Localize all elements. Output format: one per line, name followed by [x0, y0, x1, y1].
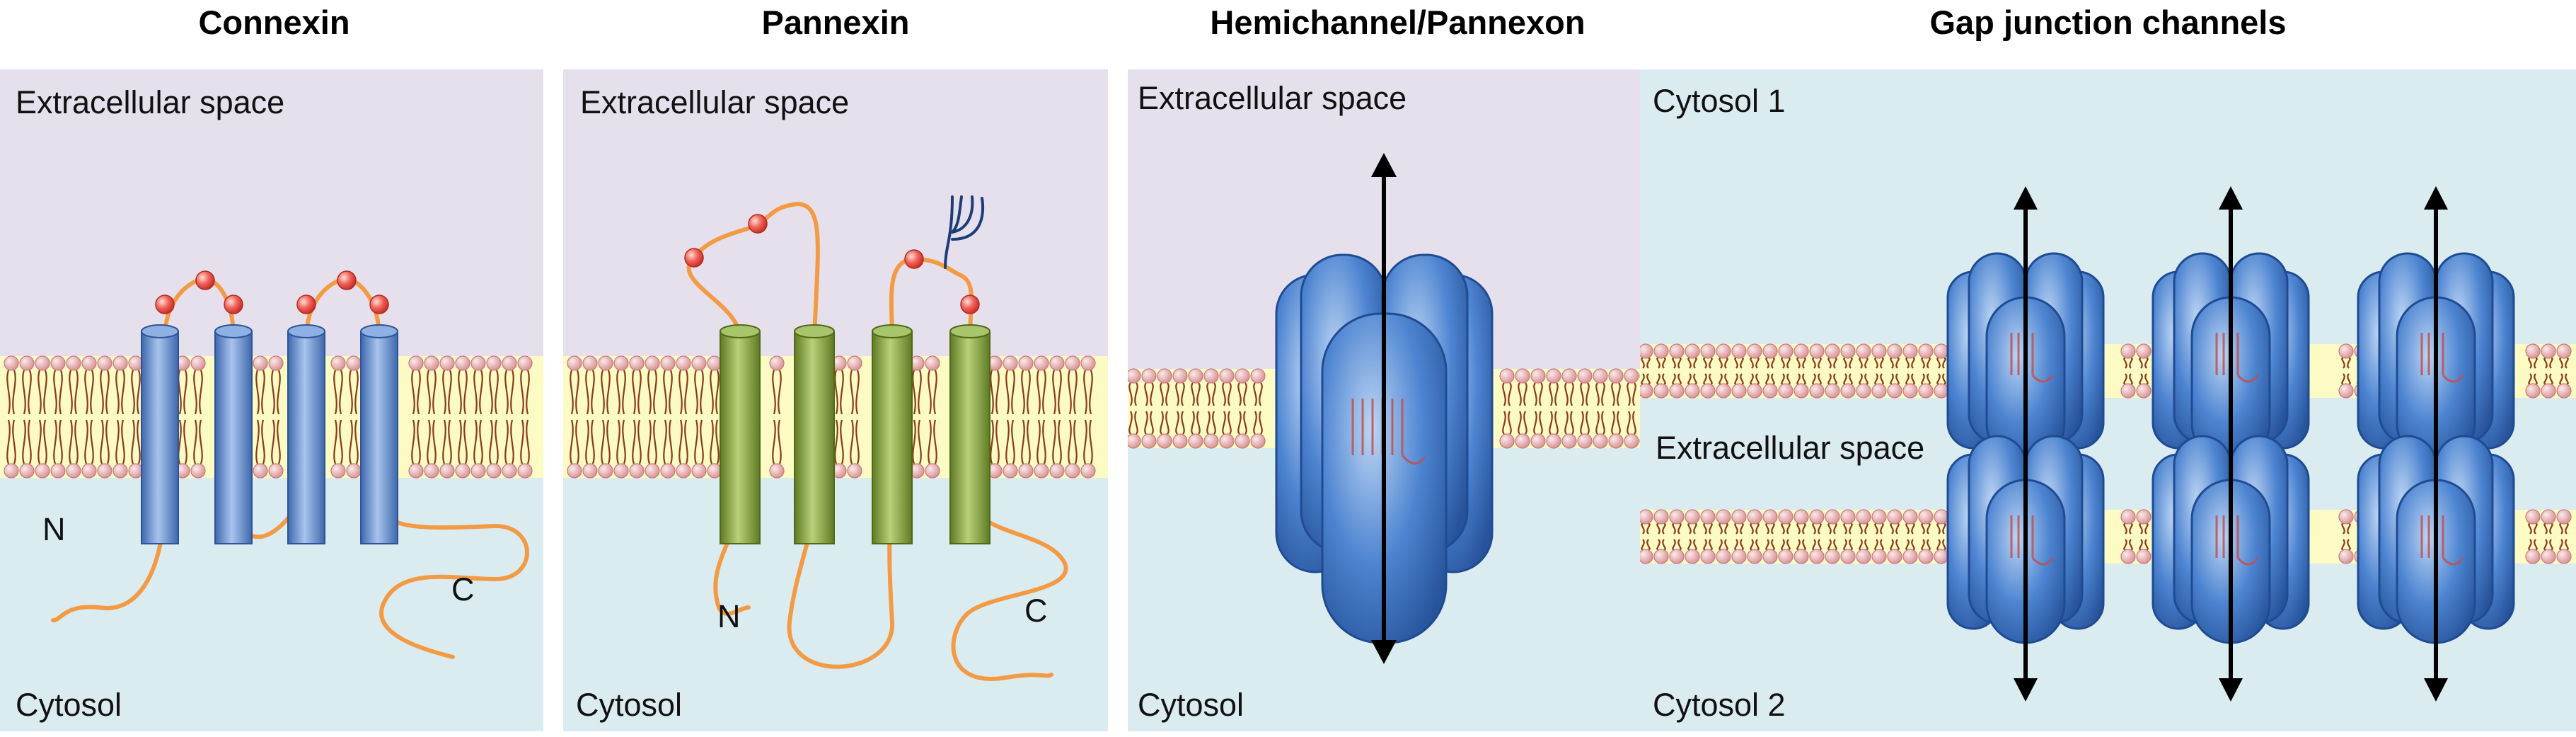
label-cytosol: Cytosol [16, 687, 122, 723]
panel-pannexin: Extracellular space N C Cytosol [563, 69, 1108, 731]
title-hemichannel: Hemichannel/Pannexon [1210, 4, 1586, 41]
lipid-tails [570, 370, 1093, 464]
pannexin-helix-2 [794, 324, 835, 544]
panel-connexin: Extracellular space N C Cytosol [0, 69, 543, 731]
pannexin-helix-3 [872, 324, 913, 544]
label-c-terminus: C [1024, 593, 1048, 629]
pannexin-helix-4 [949, 324, 990, 544]
label-cytosol: Cytosol [1138, 687, 1244, 723]
panel-gap-junction: Cytosol 1 Extracellular space Cytosol 2 [1640, 69, 2576, 731]
hemichannel-diagram [1128, 69, 1670, 731]
panel-hemichannel: Extracellular space Cytosol [1128, 69, 1670, 731]
label-n-terminus: N [717, 598, 741, 634]
label-cytosol-2: Cytosol 2 [1653, 687, 1786, 723]
title-pannexin: Pannexin [761, 4, 910, 41]
title-gap-junction: Gap junction channels [1929, 4, 2287, 41]
label-extracellular: Extracellular space [580, 84, 850, 120]
pannexin-diagram [563, 69, 1108, 731]
lipid-bilayer [567, 355, 1096, 479]
connexin-helix-4 [360, 324, 398, 544]
label-extracellular: Extracellular space [1656, 430, 1925, 466]
lipid-bilayer [4, 355, 533, 479]
connexin-helix-1 [141, 324, 179, 544]
pannexin-beads [684, 214, 980, 314]
label-cytosol: Cytosol [576, 687, 683, 723]
gap-junction-channels [1946, 186, 2515, 702]
pannexin-helices [720, 324, 990, 544]
cytosol-region [0, 478, 543, 731]
gap-junction-channel-3 [2357, 186, 2515, 702]
extracellular-region [0, 69, 543, 356]
lipid-tails [1128, 382, 1668, 435]
label-c-terminus: C [451, 571, 475, 607]
label-cytosol-1: Cytosol 1 [1653, 83, 1786, 119]
label-extracellular: Extracellular space [16, 84, 285, 120]
gap-junction-diagram [1640, 69, 2576, 731]
hemichannel [1275, 253, 1494, 644]
title-connexin: Connexin [198, 4, 350, 41]
connexin-helices [141, 324, 398, 544]
connexin-diagram [0, 69, 543, 731]
cytosol-region [563, 478, 1108, 731]
connexin-helix-2 [214, 324, 253, 544]
pannexin-helix-1 [720, 324, 761, 544]
gap-junction-channel-1 [1946, 186, 2105, 702]
extracellular-region [563, 69, 1108, 356]
connexin-beads [155, 270, 389, 314]
label-extracellular: Extracellular space [1138, 80, 1407, 116]
gap-junction-channel-2 [2152, 186, 2310, 702]
bidirectional-arrow [1371, 153, 1397, 664]
label-n-terminus: N [42, 511, 66, 547]
lipid-tails [6, 370, 530, 464]
glycan-icon [944, 195, 985, 269]
connexin-helix-3 [287, 324, 325, 544]
